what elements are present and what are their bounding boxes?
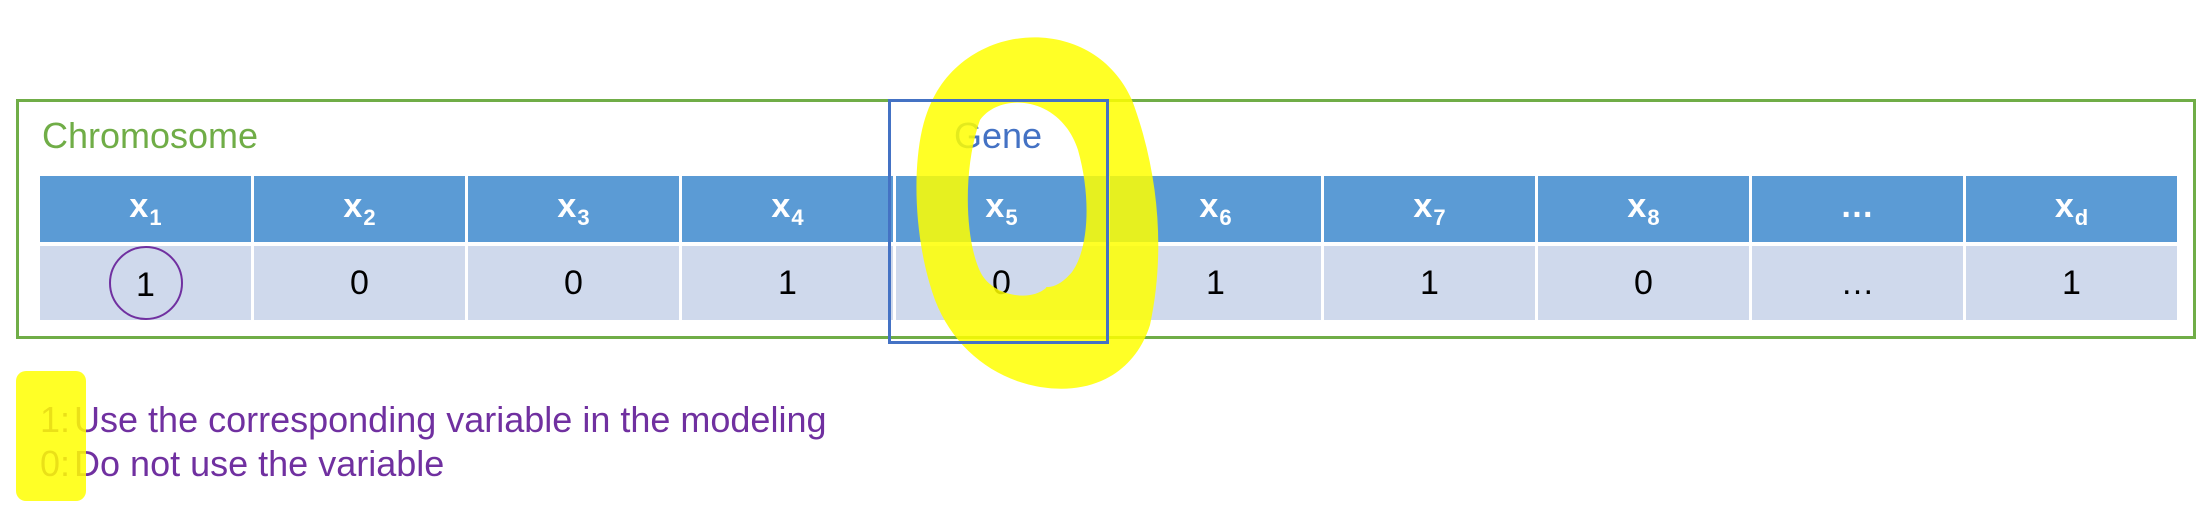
legend-key: 1: bbox=[40, 399, 71, 440]
variable-subscript: 2 bbox=[363, 205, 376, 230]
variable-header-x1: x1 bbox=[40, 176, 251, 242]
gene-value-cell-xd: 1 bbox=[1966, 242, 2177, 320]
gene-value-cell-x2: 0 bbox=[254, 242, 465, 320]
variable-name: x bbox=[1413, 187, 1433, 225]
variable-name: x bbox=[1627, 187, 1647, 225]
gene-value-cell-x4: 1 bbox=[682, 242, 893, 320]
variable-subscript: 1 bbox=[149, 205, 162, 230]
variable-name: x bbox=[1199, 187, 1219, 225]
variable-subscript: 4 bbox=[791, 205, 804, 230]
variable-header-x2: x2 bbox=[254, 176, 465, 242]
variable-header-row: x1 x2 x3 x4 x5 x6 x7 x8 … xd bbox=[40, 176, 2177, 242]
variable-header-x7: x7 bbox=[1324, 176, 1535, 242]
variable-header-x6: x6 bbox=[1110, 176, 1321, 242]
gene-frame bbox=[888, 99, 1109, 344]
variable-name: x bbox=[343, 187, 363, 225]
legend-text: Use the corresponding variable in the mo… bbox=[74, 399, 827, 440]
gene-value-cell-x1: 1 bbox=[40, 242, 251, 320]
variable-header-x8: x8 bbox=[1538, 176, 1749, 242]
gene-value-row: 1 0 0 1 0 1 1 0 … 1 bbox=[40, 242, 2177, 320]
variable-subscript: d bbox=[2074, 205, 2089, 230]
variable-name: x bbox=[2054, 187, 2074, 225]
legend-item-0: 0:Do not use the variable bbox=[40, 442, 444, 485]
legend-item-1: 1:Use the corresponding variable in the … bbox=[40, 398, 826, 441]
gene-value-cell-x3: 0 bbox=[468, 242, 679, 320]
variable-header-xd: xd bbox=[1966, 176, 2177, 242]
variable-subscript: 8 bbox=[1647, 205, 1660, 230]
legend-text: Do not use the variable bbox=[74, 443, 445, 484]
variable-name: x bbox=[771, 187, 791, 225]
variable-header-x3: x3 bbox=[468, 176, 679, 242]
variable-name: x bbox=[557, 187, 577, 225]
gene-value-cell-x7: 1 bbox=[1324, 242, 1535, 320]
chromosome-label: Chromosome bbox=[42, 115, 259, 156]
gene-value-cell-ellipsis: … bbox=[1752, 242, 1963, 320]
variable-header-ellipsis: … bbox=[1752, 176, 1963, 242]
gene-value-cell-x8: 0 bbox=[1538, 242, 1749, 320]
variable-header-x4: x4 bbox=[682, 176, 893, 242]
legend-key: 0: bbox=[40, 443, 71, 484]
circled-gene-value: 1 bbox=[108, 246, 183, 320]
variable-name: x bbox=[129, 187, 149, 225]
variable-subscript: 7 bbox=[1433, 205, 1446, 230]
variable-name: … bbox=[1840, 187, 1874, 225]
variable-subscript: 3 bbox=[577, 205, 590, 230]
variable-subscript: 6 bbox=[1219, 205, 1232, 230]
gene-table: x1 x2 x3 x4 x5 x6 x7 x8 … xd 1 0 0 1 0 1… bbox=[37, 176, 2180, 320]
gene-value-cell-x6: 1 bbox=[1110, 242, 1321, 320]
